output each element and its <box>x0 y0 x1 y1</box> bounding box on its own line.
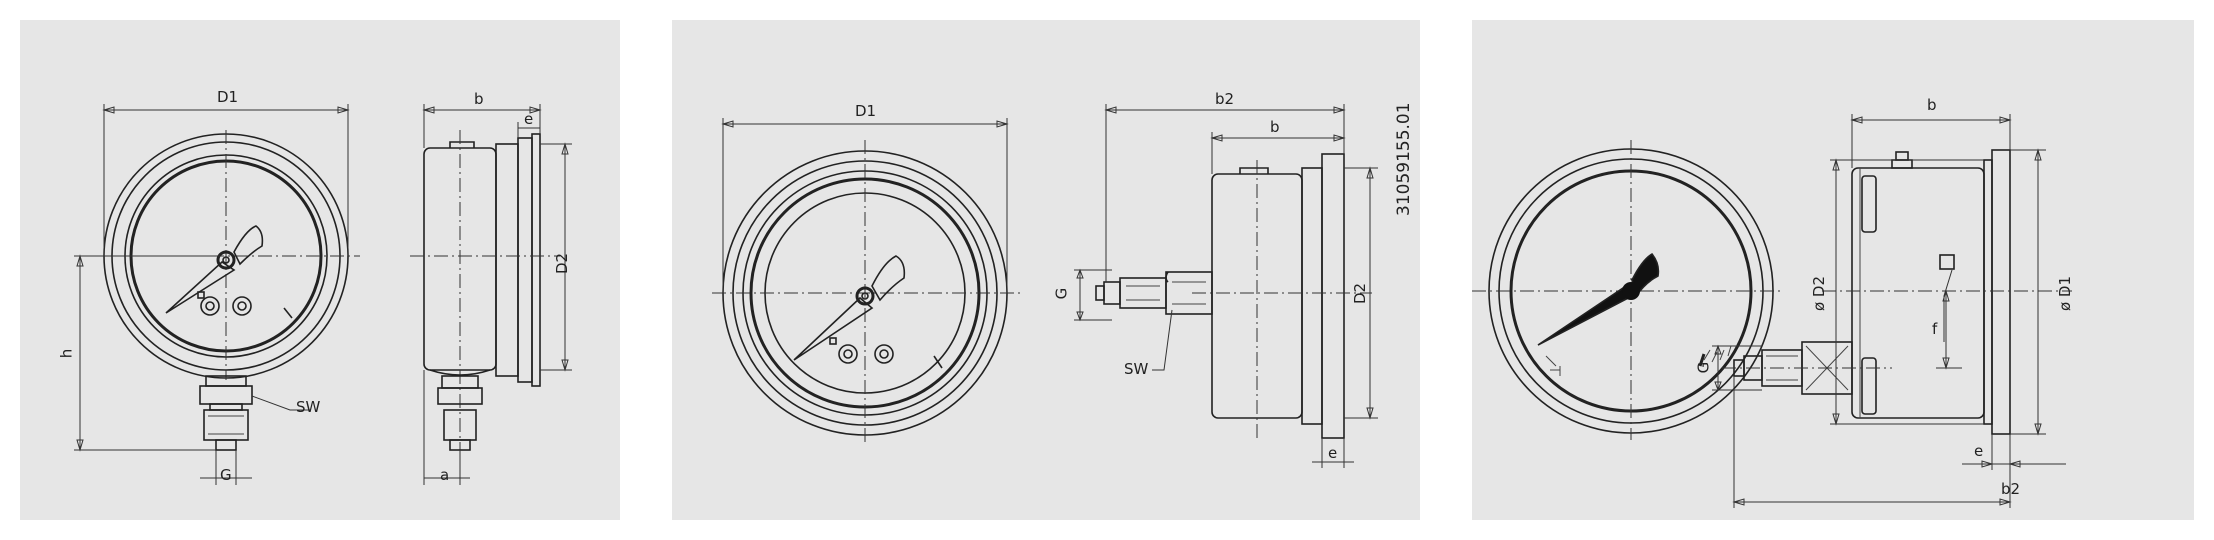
side-view-gauge <box>1722 149 2072 435</box>
lower-mount-drawing <box>74 104 572 485</box>
label-d2: D2 <box>553 252 572 275</box>
label-d1: D1 <box>217 88 239 106</box>
label-d1: D1 <box>855 102 877 120</box>
label-e: e <box>1974 442 1984 460</box>
label-g: G <box>1052 287 1071 300</box>
back-mount-flange-drawing <box>1472 114 2072 508</box>
side-view-gauge <box>1095 153 1372 440</box>
drawing-code: 31059155.01 <box>1394 102 1414 216</box>
front-view-gauge <box>90 130 360 451</box>
label-f: f <box>1932 320 1938 338</box>
panel-lower-mount: D1 h SW G b e D2 a <box>20 20 620 520</box>
front-view-gauge <box>712 140 1022 445</box>
label-sw: SW <box>1124 360 1149 378</box>
label-b: b <box>474 90 484 108</box>
label-e: e <box>524 110 534 128</box>
label-b2: b2 <box>1215 90 1235 108</box>
side-view-gauge <box>410 130 560 460</box>
label-b2: b2 <box>2001 480 2021 498</box>
panel-back-mount-flange: b ø D2 ø D1 f G e b2 <box>1472 20 2194 520</box>
panel-back-mount: D1 b2 b G SW D2 e 31059155.01 <box>672 20 1420 520</box>
label-sw: SW <box>296 398 321 416</box>
label-d1: ø D1 <box>2056 275 2075 312</box>
label-h: h <box>57 348 76 359</box>
label-b: b <box>1927 96 1937 114</box>
label-d2: D2 <box>1351 282 1370 305</box>
label-a: a <box>440 466 450 484</box>
label-b: b <box>1270 118 1280 136</box>
label-g: G <box>220 466 232 484</box>
label-g: G <box>1694 361 1713 374</box>
front-view-gauge <box>1472 140 1782 440</box>
label-d2: ø D2 <box>1810 275 1829 312</box>
label-e: e <box>1328 444 1338 462</box>
back-mount-drawing <box>712 104 1378 468</box>
